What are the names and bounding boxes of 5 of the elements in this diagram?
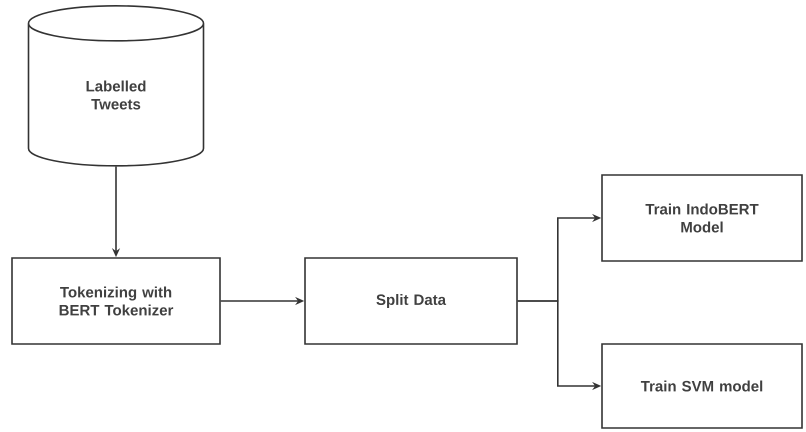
process-box: Tokenizing with BERT Tokenizer	[11, 257, 221, 345]
process-box: Train SVM model	[601, 343, 803, 429]
database-cylinder: Labelled Tweets	[28, 5, 204, 167]
process-box: Train IndoBERT Model	[601, 174, 803, 262]
process-box: Split Data	[304, 257, 518, 345]
